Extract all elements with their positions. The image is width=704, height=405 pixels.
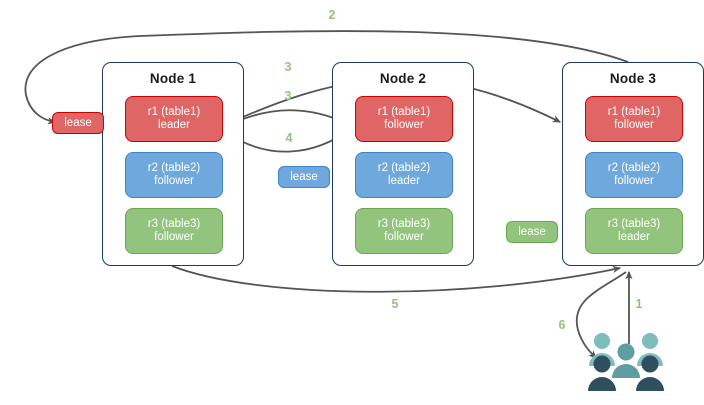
node-1-replica-r3-role: follower xyxy=(154,231,194,243)
node-3-title: Node 3 xyxy=(609,71,657,86)
node-2-replica-r2-role: leader xyxy=(388,175,420,187)
node-2[interactable]: Node 2 r1 (table1) follower r2 (table2) … xyxy=(332,62,474,266)
node-3-replica-r1-range: r1 (table1) xyxy=(607,105,661,118)
step-label-3a: 3 xyxy=(284,60,292,74)
node-2-replica-r2-range: r2 (table2) xyxy=(377,161,431,174)
node-1-replica-r3[interactable]: r3 (table3) follower xyxy=(125,208,223,254)
node-1-replica-r2-range: r2 (table2) xyxy=(147,161,201,174)
node-1-replica-r1-range: r1 (table1) xyxy=(147,105,201,118)
step-label-6: 6 xyxy=(558,318,566,332)
node-3-replica-r3-range: r3 (table3) xyxy=(607,217,661,230)
lease-badge-r3[interactable]: lease xyxy=(506,221,558,243)
node-1-replica-r3-range: r3 (table3) xyxy=(147,217,201,230)
step-label-5: 5 xyxy=(391,297,399,311)
node-2-replica-r1[interactable]: r1 (table1) follower xyxy=(355,96,453,142)
node-3-replica-r1-role: follower xyxy=(614,119,654,131)
node-2-replica-r3-range: r3 (table3) xyxy=(377,217,431,230)
user-front-right xyxy=(636,355,664,391)
node-1[interactable]: Node 1 r1 (table1) leader r2 (table2) fo… xyxy=(102,62,244,266)
node-2-title: Node 2 xyxy=(379,71,427,86)
node-1-replica-r1[interactable]: r1 (table1) leader xyxy=(125,96,223,142)
node-2-replica-r1-range: r1 (table1) xyxy=(377,105,431,118)
node-1-title: Node 1 xyxy=(149,71,197,86)
node-3-replica-r3[interactable]: r3 (table3) leader xyxy=(585,208,683,254)
node-3[interactable]: Node 3 r1 (table1) follower r2 (table2) … xyxy=(562,62,704,266)
step-label-1: 1 xyxy=(635,297,643,311)
step-label-3b: 3 xyxy=(284,89,292,103)
node-3-replica-r3-role: leader xyxy=(618,231,650,243)
node-1-replica-r2-role: follower xyxy=(154,175,194,187)
node-2-replica-r3[interactable]: r3 (table3) follower xyxy=(355,208,453,254)
lease-badge-r2[interactable]: lease xyxy=(278,166,330,188)
users-icon xyxy=(588,330,666,392)
node-1-replica-r2[interactable]: r2 (table2) follower xyxy=(125,152,223,198)
step-label-4: 4 xyxy=(285,131,293,145)
node-3-replica-r2[interactable]: r2 (table2) follower xyxy=(585,152,683,198)
user-front-left xyxy=(588,355,616,391)
node-1-replica-r1-role: leader xyxy=(158,119,190,131)
node-2-replica-r2[interactable]: r2 (table2) leader xyxy=(355,152,453,198)
node-2-replica-r1-role: follower xyxy=(384,119,424,131)
node-3-replica-r2-role: follower xyxy=(614,175,654,187)
edge-step-5 xyxy=(171,265,622,293)
node-2-replica-r3-role: follower xyxy=(384,231,424,243)
user-center xyxy=(612,343,640,378)
node-3-replica-r1[interactable]: r1 (table1) follower xyxy=(585,96,683,142)
node-3-replica-r2-range: r2 (table2) xyxy=(607,161,661,174)
lease-badge-r1[interactable]: lease xyxy=(52,112,104,134)
step-label-2: 2 xyxy=(328,8,336,22)
